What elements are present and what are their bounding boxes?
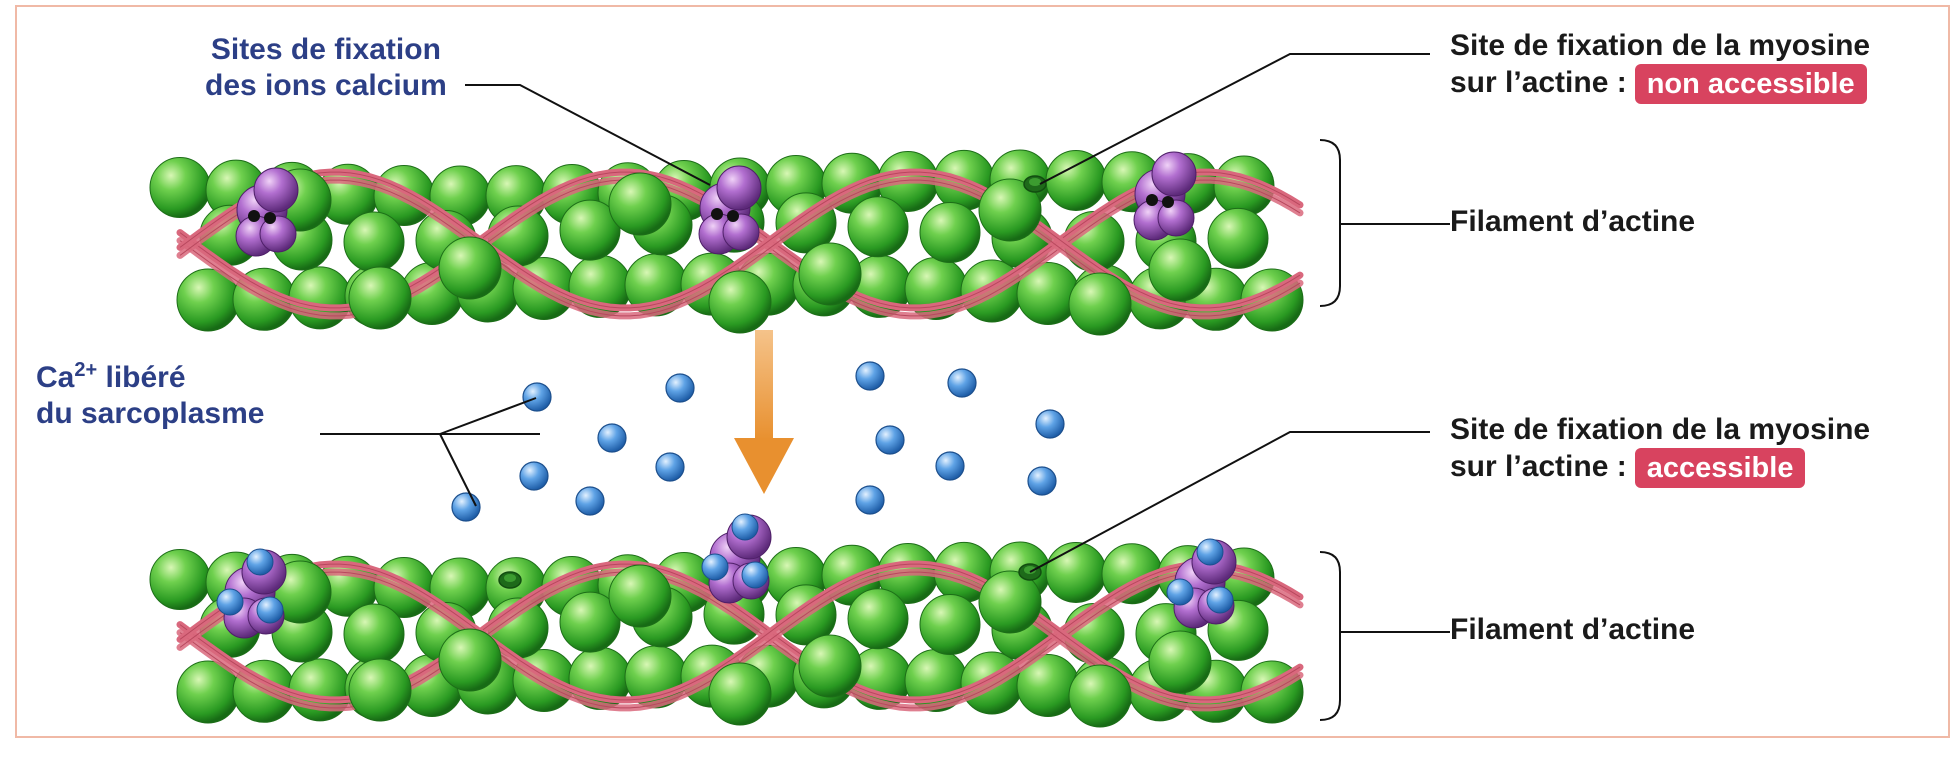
troponin-subunit [254,168,298,212]
calcium-binding-site [727,210,739,222]
calcium-ion-icon [576,487,604,515]
bottom-site-label: Site de fixation de la myosine sur l’act… [1450,412,1870,488]
calcium-ion-icon [452,493,480,521]
actin-monomer-icon [920,595,980,655]
actin-monomer-icon [920,203,980,263]
myosin-binding-site-inner [1029,178,1041,186]
troponin-subunit [717,166,761,210]
ca-released-label: Ca2+ libéré du sarcoplasme [36,358,264,432]
myosin-binding-site-inner [504,574,516,582]
ca-released-word: libéré [97,361,185,394]
actin-monomer-icon [289,267,351,329]
calcium-ion-icon [666,374,694,402]
calcium-ion-icon [1197,539,1223,565]
calcium-sites-label-line2: des ions calcium [205,68,447,104]
calcium-ion-icon [742,562,768,588]
filament-top-label: Filament d’actine [1450,204,1695,240]
actin-monomer-icon [1149,631,1211,693]
actin-monomer-icon [150,158,210,218]
top-site-label: Site de fixation de la myosine sur l’act… [1450,28,1870,104]
calcium-ion-icon [1167,579,1193,605]
calcium-ion-icon [217,589,243,615]
calcium-ion-icon [1036,410,1064,438]
calcium-ion-icon [523,383,551,411]
actin-monomer-icon [344,604,404,664]
calcium-binding-site [1146,194,1158,206]
calcium-ion-icon [948,369,976,397]
actin-monomer-icon [1208,208,1268,268]
calcium-binding-site [248,210,260,222]
ca-released-label-line1: Ca2+ libéré [36,358,264,396]
calcium-ion-icon [936,452,964,480]
actin-monomer-icon [709,271,771,333]
actin-monomer-icon [1069,273,1131,335]
calcium-ion-icon [856,362,884,390]
top-site-label-line1: Site de fixation de la myosine [1450,28,1870,64]
ca-ion-symbol: Ca [36,361,74,394]
actin-monomer-icon [1149,239,1211,301]
calcium-sites-label-line1: Sites de fixation [205,32,447,68]
actin-monomer-icon [439,629,501,691]
top-site-label-prefix: sur l’actine : [1450,66,1627,99]
calcium-ion-icon [732,514,758,540]
actin-monomer-icon [609,173,671,235]
status-badge-accessible: accessible [1635,448,1806,488]
actin-monomer-icon [709,663,771,725]
bottom-site-label-line2: sur l’actine :accessible [1450,448,1870,488]
calcium-sites-label: Sites de fixation des ions calcium [205,32,447,104]
troponin-subunit [1152,152,1196,196]
actin-monomer-icon [799,243,861,305]
actin-monomer-icon [1046,542,1106,602]
calcium-ion-icon [1207,587,1233,613]
actin-monomer-icon [349,267,411,329]
calcium-ion-icon [598,424,626,452]
filament-bottom-label: Filament d’actine [1450,612,1695,648]
calcium-binding-site [264,212,276,224]
calcium-ion-icon [257,597,283,623]
calcium-ion-icon [656,453,684,481]
arrow-shaft [755,330,773,440]
actin-monomer-icon [848,589,908,649]
bottom-site-label-line1: Site de fixation de la myosine [1450,412,1870,448]
ca-ion-charge: 2+ [74,359,97,381]
bottom-site-label-prefix: sur l’actine : [1450,450,1627,483]
actin-monomer-icon [349,659,411,721]
calcium-binding-site [711,208,723,220]
actin-monomer-icon [289,659,351,721]
actin-monomer-icon [609,565,671,627]
calcium-ion-icon [876,426,904,454]
calcium-ion-icon [520,462,548,490]
ca-released-label-line2: du sarcoplasme [36,396,264,432]
calcium-ion-icon [702,554,728,580]
actin-monomer-icon [1069,665,1131,727]
actin-monomer-icon [344,212,404,272]
calcium-ion-icon [856,486,884,514]
actin-monomer-icon [150,550,210,610]
actin-monomer-icon [848,197,908,257]
calcium-ion-icon [247,549,273,575]
top-site-label-line2: sur l’actine :non accessible [1450,64,1870,104]
calcium-binding-site [1162,196,1174,208]
actin-monomer-icon [1046,150,1106,210]
calcium-ion-icon [1028,467,1056,495]
actin-monomer-icon [439,237,501,299]
status-badge-non-accessible: non accessible [1635,64,1867,104]
actin-monomer-icon [799,635,861,697]
